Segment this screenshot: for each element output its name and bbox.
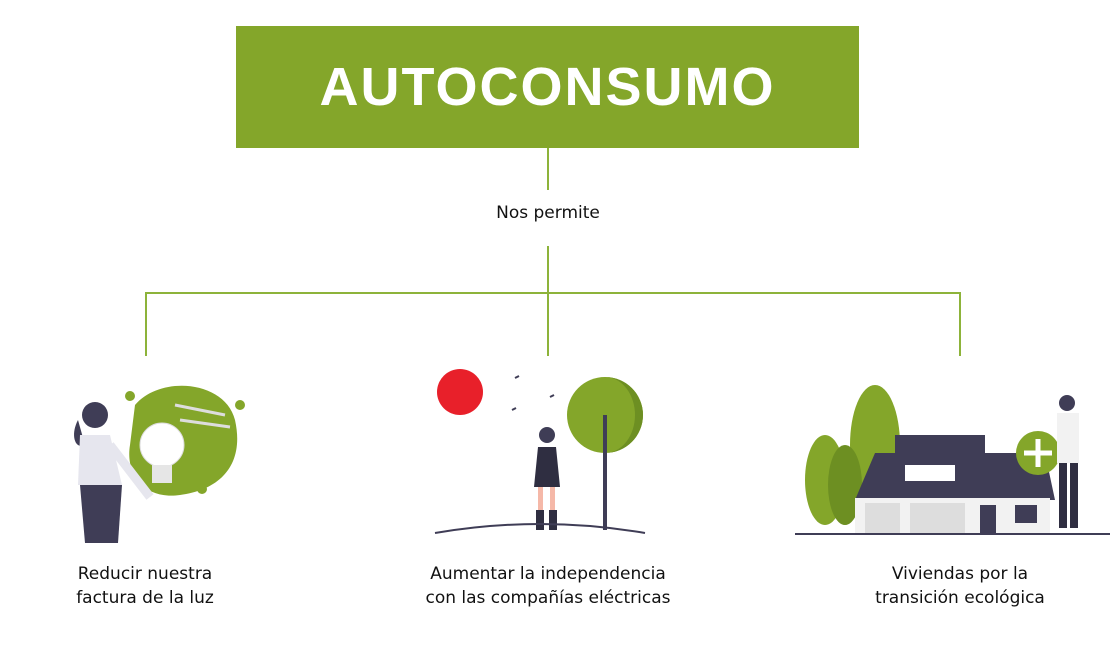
branch-line: [959, 292, 961, 356]
connector-line: [547, 246, 549, 356]
benefit-line: Reducir nuestra: [77, 564, 213, 584]
benefit-line: Viviendas por la: [891, 564, 1029, 584]
house-plus-illustration: [795, 385, 1110, 535]
title-box: AUTOCONSUMO: [236, 26, 859, 148]
branch-line: [146, 292, 961, 294]
benefit-line: transición ecológica: [875, 588, 1045, 608]
connector-text: Nos permite: [496, 203, 600, 223]
connector-line: [547, 148, 549, 190]
person-tree-sun-illustration: [434, 369, 646, 534]
benefit-label-independence: Aumentar la independencia con las compañ…: [388, 562, 708, 610]
branch-line: [145, 292, 147, 356]
benefit-line: Aumentar la independencia: [430, 564, 666, 584]
benefit-label-housing: Viviendas por la transición ecológica: [835, 562, 1085, 610]
title: AUTOCONSUMO: [319, 57, 776, 117]
benefit-label-bill: Reducir nuestra factura de la luz: [40, 562, 250, 610]
lightbulb-illustration: [74, 385, 245, 543]
benefit-line: factura de la luz: [76, 588, 214, 608]
benefit-line: con las compañías eléctricas: [425, 588, 671, 608]
